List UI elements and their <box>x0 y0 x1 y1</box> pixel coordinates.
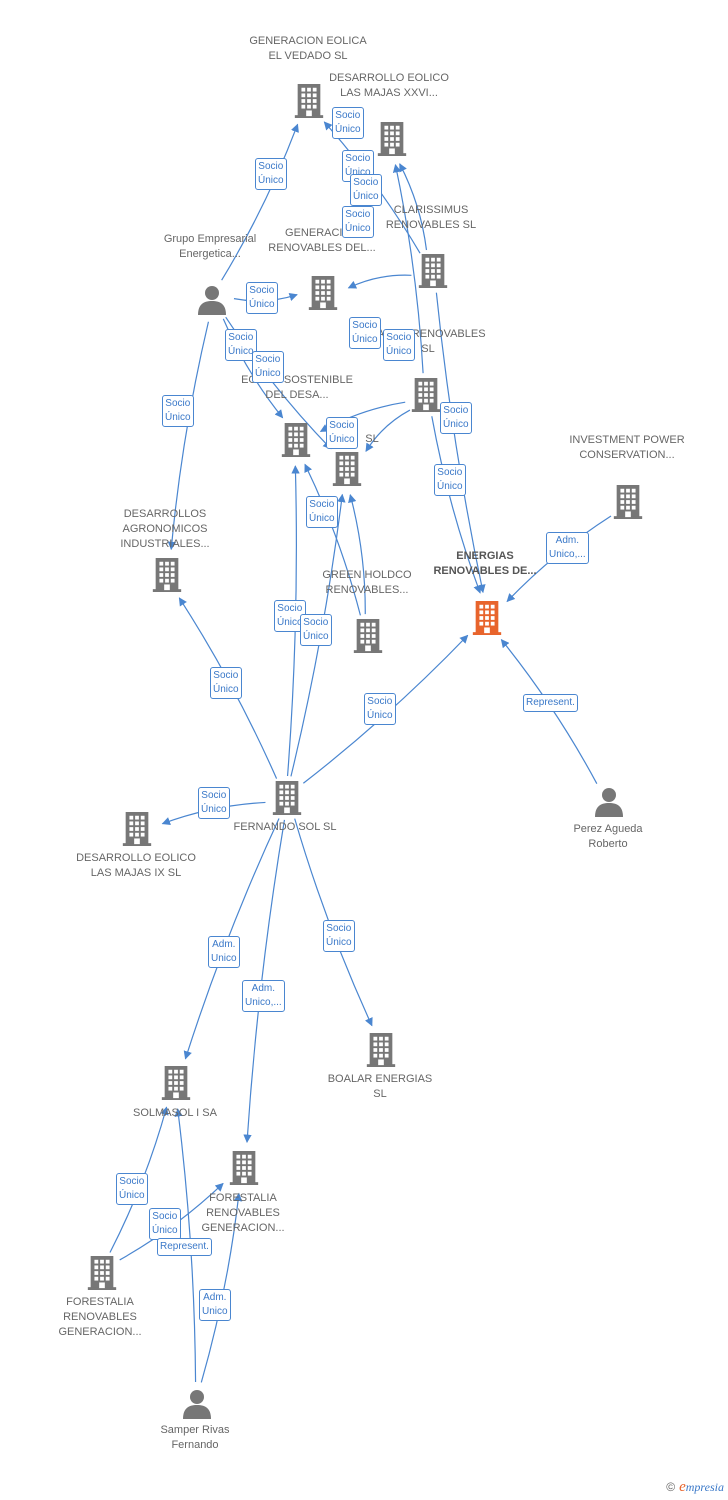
edge-green-to-desa-l <box>348 493 366 615</box>
edge-parco-to-desa-l <box>365 409 411 452</box>
building-icon[interactable] <box>87 1256 117 1290</box>
building-icon[interactable] <box>281 423 311 457</box>
building-icon[interactable] <box>472 601 502 635</box>
node-label-vedado[interactable]: GENERACION EOLICA EL VEDADO SL <box>249 35 367 62</box>
building-icon[interactable] <box>353 619 383 653</box>
node-label-energias[interactable]: ENERGIAS RENOVABLES DE... <box>433 550 537 577</box>
building-icon[interactable] <box>366 1033 396 1067</box>
node-label-clarissimus[interactable]: CLARISSIMUS RENOVABLES SL <box>385 204 477 231</box>
building-icon[interactable] <box>613 485 643 519</box>
node-label-desa-l[interactable]: SL <box>365 433 379 445</box>
node-label-boalar[interactable]: BOALAR ENERGIAS SL <box>327 1073 433 1100</box>
building-icon[interactable] <box>418 254 448 288</box>
node-label-forestalia-a[interactable]: FORESTALIA RENOVABLES GENERACION... <box>201 1192 285 1234</box>
edge-grupo-empresarial-to-agronomicos <box>167 321 210 551</box>
person-icon[interactable] <box>595 788 623 817</box>
person-icon[interactable] <box>198 286 226 315</box>
brand-initial: e <box>679 1479 686 1495</box>
node-label-samper[interactable]: Samper Rivas Fernando <box>160 1424 230 1451</box>
building-icon[interactable] <box>377 122 407 156</box>
edge-label[interactable]: Represent. <box>523 694 578 712</box>
edge-label[interactable]: Adm.Unico <box>199 1289 231 1321</box>
edge-label[interactable]: Adm.Unico,... <box>546 532 589 564</box>
node-label-agronomicos[interactable]: DESARROLLOS AGRONOMICOS INDUSTRIALES... <box>120 508 210 550</box>
edge-clarissimus-to-gen-renovables <box>347 274 412 289</box>
node-label-solmasol[interactable]: SOLMASOL I SA <box>133 1107 217 1119</box>
building-icon[interactable] <box>411 378 441 412</box>
building-icon[interactable] <box>308 276 338 310</box>
building-icon[interactable] <box>332 452 362 486</box>
edge-clarissimus-to-majas-xxvi <box>399 163 428 251</box>
node-label-forestalia-b[interactable]: FORESTALIA RENOVABLES GENERACION... <box>58 1296 142 1338</box>
edge-grupo-empresarial-to-vedado <box>221 123 299 281</box>
node-label-majas-xxvi[interactable]: DESARROLLO EOLICO LAS MAJAS XXVI... <box>329 72 449 99</box>
edge-parco-to-majas-xxvi <box>392 163 424 374</box>
edge-samper-to-forestalia-a <box>200 1192 243 1383</box>
node-label-gen-renovables[interactable]: GENERACION RENOVABLES DEL... <box>268 227 376 254</box>
node-label-fernando[interactable]: FERNANDO SOL SL <box>233 821 337 833</box>
brand-name: mpresia <box>685 1480 724 1494</box>
edge-clarissimus-to-energias <box>435 292 486 594</box>
building-icon[interactable] <box>294 84 324 118</box>
building-icon[interactable] <box>152 558 182 592</box>
building-icon[interactable] <box>161 1066 191 1100</box>
node-label-grupo-empresarial[interactable]: Grupo Empresarial Energetica... <box>163 233 257 260</box>
footer-brand: ©empresia <box>666 1479 724 1496</box>
node-label-perez[interactable]: Perez Agueda Roberto <box>573 823 643 850</box>
node-label-green[interactable]: GREEN HOLDCO RENOVABLES... <box>322 569 412 596</box>
copyright-symbol: © <box>666 1480 676 1494</box>
building-icon[interactable] <box>272 781 302 815</box>
edge-label[interactable]: Adm.Unico <box>208 936 240 968</box>
node-label-investment[interactable]: INVESTMENT POWER CONSERVATION... <box>569 434 685 461</box>
edge-label[interactable]: Represent. <box>157 1238 212 1256</box>
node-label-majas-ix[interactable]: DESARROLLO EOLICO LAS MAJAS IX SL <box>76 852 196 879</box>
person-icon[interactable] <box>183 1390 211 1419</box>
building-icon[interactable] <box>122 812 152 846</box>
building-icon[interactable] <box>229 1151 259 1185</box>
edge-parco-to-energias <box>431 416 482 594</box>
edge-label[interactable]: Adm.Unico,... <box>242 980 285 1012</box>
